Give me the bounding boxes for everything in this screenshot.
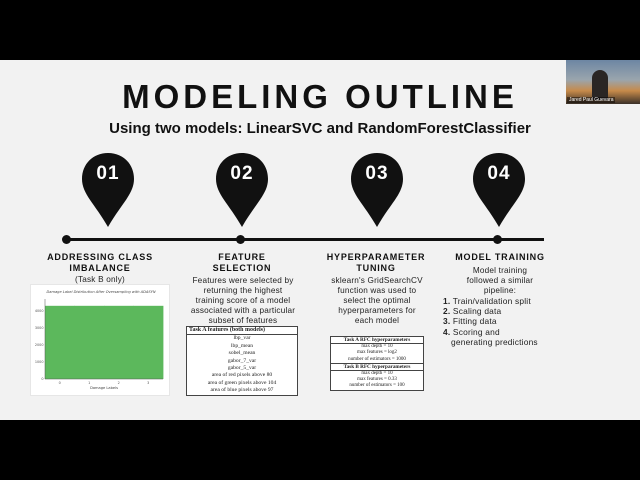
map-pin-icon xyxy=(82,153,134,227)
chart-bar xyxy=(45,305,75,379)
table-row: area of blue pixels above 97 xyxy=(210,387,274,394)
table-row: area of red pixels above 80 xyxy=(211,372,273,379)
chart-bar xyxy=(104,305,134,379)
slide-title: MODELING OUTLINE xyxy=(122,78,518,115)
step-number: 01 xyxy=(96,163,120,184)
chart-title: Damage Label Distribution After Oversamp… xyxy=(46,290,155,294)
list-item: 2. Scaling data xyxy=(443,306,502,317)
step-4-body: Model training followed a similar pipeli… xyxy=(466,266,534,295)
chart-x-tick-label: 1 xyxy=(88,381,90,385)
step-2-body: Features were selected by returning the … xyxy=(190,276,296,325)
table-row: sobel_mean xyxy=(228,350,256,357)
step-pin-3: 03 xyxy=(350,152,404,228)
table-row: area of green pixels above 104 xyxy=(207,379,277,386)
chart-bar xyxy=(133,305,164,379)
rfc-hyperparameters-table: Task A RFC hyperparameters max depth = 1… xyxy=(330,336,424,391)
step-pin-1: 01 xyxy=(81,152,135,228)
table-row: number of estimators = 1000 xyxy=(348,356,406,362)
table-row: max depth = 10 xyxy=(361,371,393,377)
step-4-heading: MODEL TRAINING xyxy=(455,252,545,262)
map-pin-icon xyxy=(216,153,268,227)
step-number: 03 xyxy=(365,163,389,184)
table-header: Task A RFC hyperparameters xyxy=(331,337,423,345)
table-header: Task B RFC hyperparameters xyxy=(331,364,423,372)
list-item: 4. Scoring and xyxy=(443,326,500,337)
timeline-dot-start xyxy=(62,235,71,244)
chart-x-tick-label: 3 xyxy=(147,381,149,385)
timeline-dot-2 xyxy=(236,235,245,244)
presenter-name: Jared Paul Guevara xyxy=(567,97,616,103)
step-number: 04 xyxy=(487,163,511,184)
chart-y-tick-label: 2000 xyxy=(35,343,44,347)
table-row: max features = log2 xyxy=(357,350,397,356)
presenter-silhouette xyxy=(592,70,608,100)
step-3-body: sklearn's GridSearchCV function was used… xyxy=(331,276,423,325)
webcam-thumbnail[interactable]: Jared Paul Guevara xyxy=(566,60,640,104)
chart-x-axis-label: Damage Labels xyxy=(90,386,118,390)
step-1-body: (Task B only) xyxy=(75,275,125,284)
timeline-dot-4 xyxy=(493,235,502,244)
step-pin-4: 04 xyxy=(472,152,526,228)
task-a-hyperparameters: Task A RFC hyperparameters max depth = 1… xyxy=(331,337,423,363)
table-row: gabor_5_var xyxy=(227,365,257,372)
step-2-heading: FEATURE SELECTION xyxy=(212,252,272,273)
task-a-features-table: Task A features (both models) lbp_var lb… xyxy=(186,326,298,396)
chart-y-tick-label: 4000 xyxy=(35,309,44,313)
chart-y-tick-label: 3000 xyxy=(35,326,44,330)
chart-bar xyxy=(74,305,105,379)
table-row: max features = 0.33 xyxy=(357,377,397,383)
chart-x-tick-label: 0 xyxy=(59,381,61,385)
class-distribution-chart: Damage Label Distribution After Oversamp… xyxy=(30,284,170,396)
task-b-hyperparameters: Task B RFC hyperparameters max depth = 1… xyxy=(331,362,423,390)
list-item-continuation: generating predictions xyxy=(451,336,538,347)
map-pin-icon xyxy=(351,153,403,227)
table-row: lbp_mean xyxy=(230,342,254,349)
table-row: gabor_7_var xyxy=(227,357,257,364)
chart-y-tick-label: 1000 xyxy=(35,360,44,364)
table-row: number of estimators = 100 xyxy=(349,383,405,389)
step-pin-2: 02 xyxy=(215,152,269,228)
slide: MODELING OUTLINE Using two models: Linea… xyxy=(0,60,640,420)
slide-subtitle: Using two models: LinearSVC and RandomFo… xyxy=(109,120,531,137)
step-number: 02 xyxy=(230,163,254,184)
chart-y-tick-label: 0 xyxy=(41,377,43,381)
list-item: 1. Train/validation split xyxy=(443,296,531,306)
map-pin-icon xyxy=(473,153,525,227)
table-row: max depth = 10 xyxy=(361,344,393,350)
list-item: 3. Fitting data xyxy=(443,316,497,327)
timeline-line xyxy=(66,238,544,241)
chart-x-tick-label: 2 xyxy=(118,381,120,385)
step-3-heading: HYPERPARAMETER TUNING xyxy=(326,252,426,273)
table-header: Task A features (both models) xyxy=(187,327,297,336)
bar-chart: Damage Label Distribution After Oversamp… xyxy=(35,290,164,390)
training-pipeline-list: 1. Train/validation split 2. Scaling dat… xyxy=(443,296,563,347)
table-row: lbp_var xyxy=(233,335,251,342)
step-1-heading: ADDRESSING CLASS IMBALANCE xyxy=(47,252,153,273)
